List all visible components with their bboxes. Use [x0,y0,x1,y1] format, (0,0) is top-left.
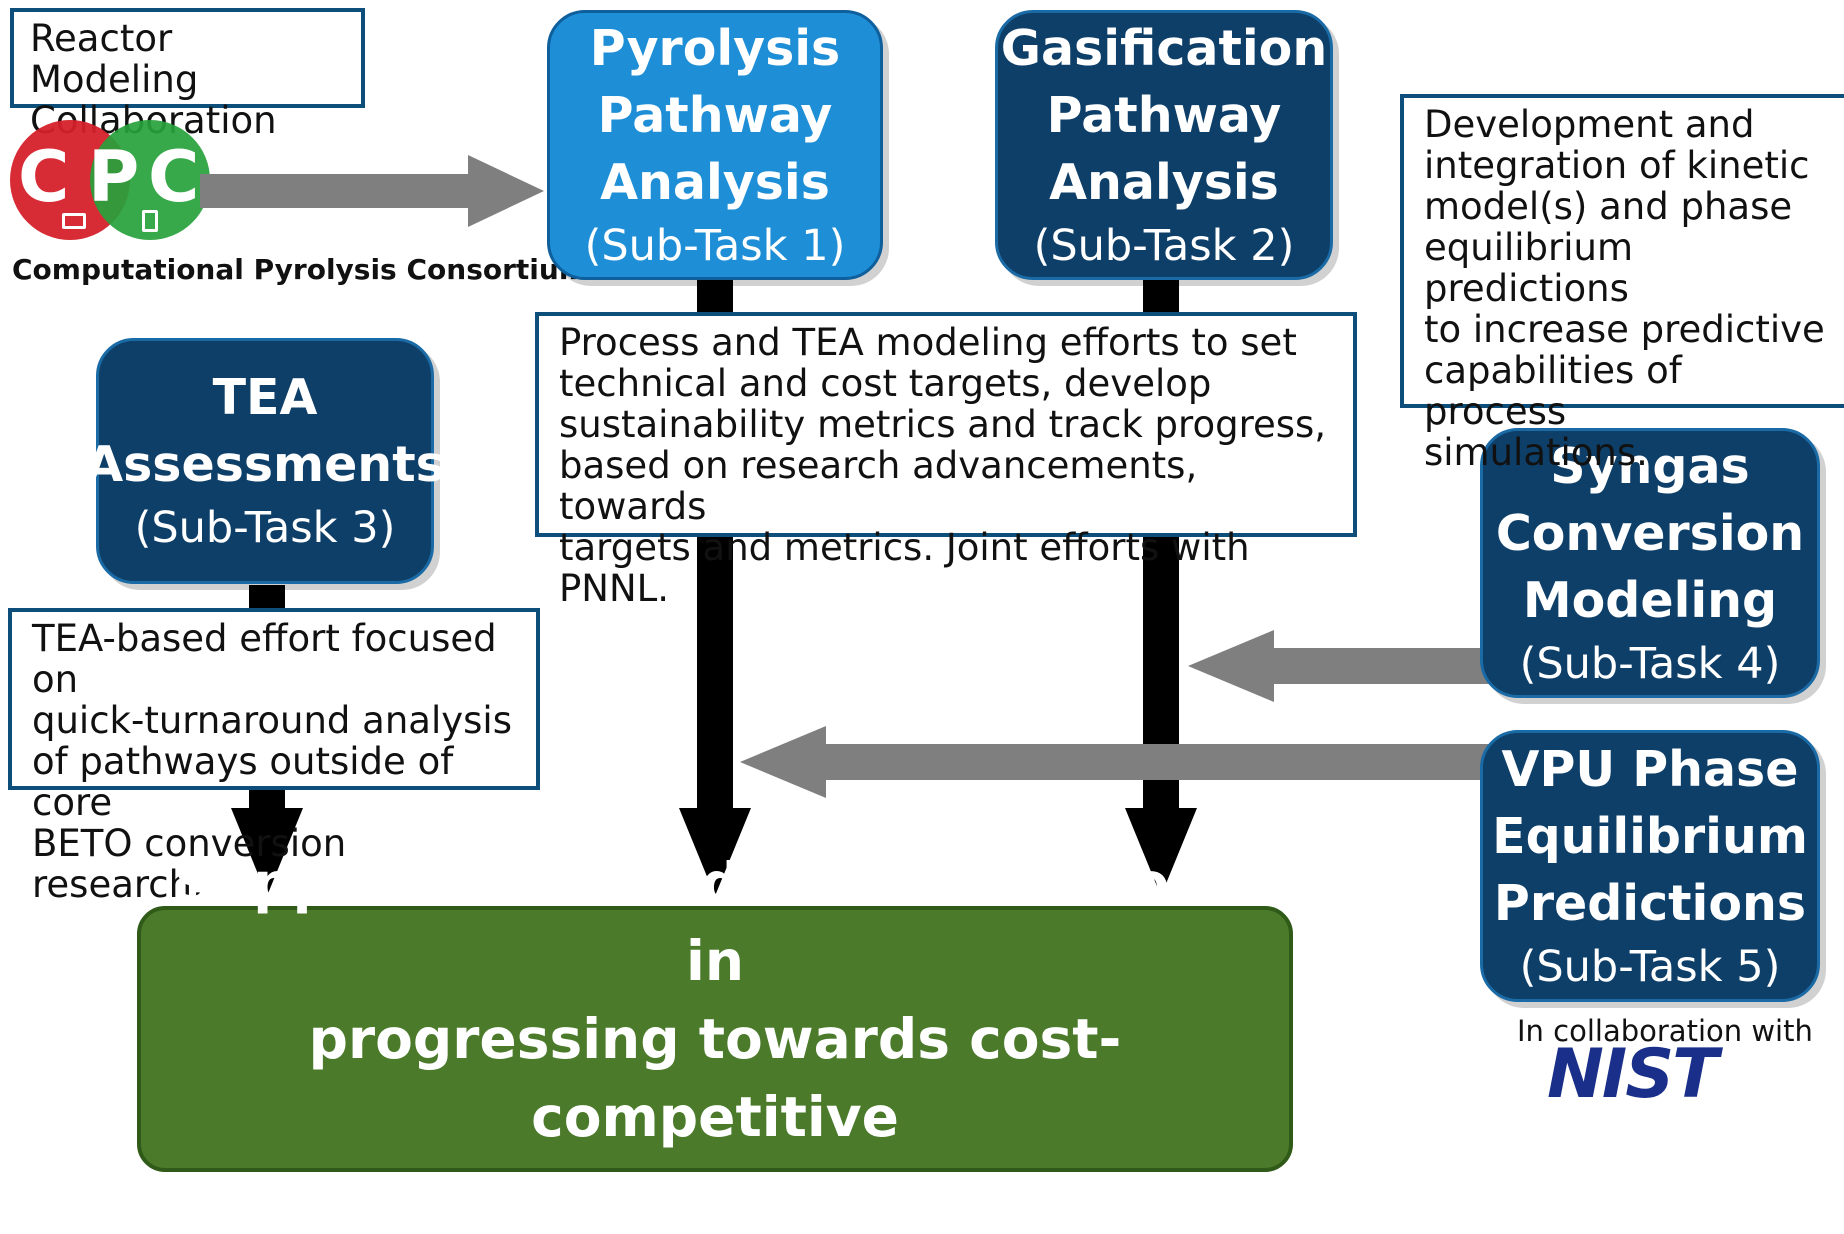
computer-icon [62,213,86,229]
tea-task-box: TEA Assessments (Sub-Task 3) [85,338,445,584]
cpc-logo: C P C [10,118,210,243]
pyrolysis-task-box: Pyrolysis Pathway Analysis (Sub-Task 1) [547,10,883,280]
syngas-subtask: (Sub-Task 4) [1519,638,1781,689]
vpu-subtask: (Sub-Task 5) [1519,941,1781,992]
gasification-title: Gasification Pathway Analysis [1000,19,1328,211]
arrow-vpu-shaft [820,744,1490,780]
kinetic-model-note: Development and integration of kinetic m… [1400,94,1844,473]
arrow-tea-head [231,808,303,896]
goal-box: Support BETO and research efforts in pro… [137,851,1293,1227]
gasification-task-box: Gasification Pathway Analysis (Sub-Task … [995,10,1333,280]
cpc-caption: Computational Pyrolysis Consortium [12,253,588,286]
reactor-collaboration-box: Reactor Modeling Collaboration [10,8,365,141]
process-tea-note: Process and TEA modeling efforts to set … [535,312,1357,609]
nist-logo: NIST [1547,1035,1719,1114]
cpc-letter-c2: C [148,136,200,218]
fuel-pump-icon [142,210,158,232]
arrow-pyrolysis-head [679,808,751,896]
arrow-cpc-to-pyrolysis-shaft [200,174,470,208]
arrow-syngas-head [1188,630,1274,702]
tea-subtask: (Sub-Task 3) [134,503,396,553]
syngas-task-box: Syngas Conversion Modeling (Sub-Task 4) [1480,428,1820,698]
cpc-letter-p: P [88,136,140,218]
cpc-letter-c1: C [18,136,70,218]
cpc-green-circle [90,120,210,240]
arrow-gasification-head [1125,808,1197,896]
pyrolysis-subtask: (Sub-Task 1) [584,220,846,271]
pyrolysis-title: Pyrolysis Pathway Analysis [589,19,841,211]
arrow-cpc-to-pyrolysis-head [468,155,544,227]
vpu-title: VPU Phase Equilibrium Predictions [1492,740,1808,932]
arrow-vpu-head [740,726,826,798]
vpu-task-box: VPU Phase Equilibrium Predictions (Sub-T… [1480,730,1820,1002]
gasification-subtask: (Sub-Task 2) [1033,220,1295,271]
syngas-title: Syngas Conversion Modeling [1495,437,1805,629]
arrow-syngas-shaft [1270,648,1490,684]
tea-title: TEA Assessments [85,369,445,493]
tea-effort-note: TEA-based effort focused on quick-turnar… [8,608,540,905]
nist-caption: In collaboration with [1517,1014,1813,1048]
